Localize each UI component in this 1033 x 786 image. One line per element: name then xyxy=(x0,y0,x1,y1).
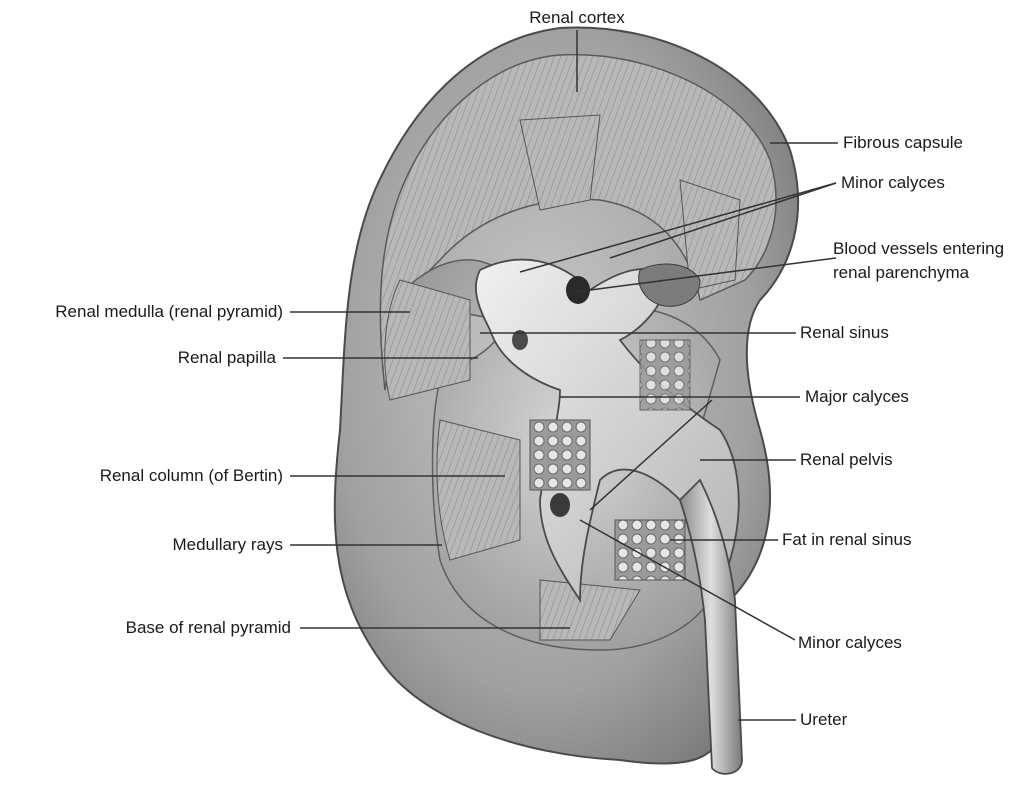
label-ureter: Ureter xyxy=(800,710,848,729)
label-renal-column: Renal column (of Bertin) xyxy=(100,466,283,485)
label-renal-medulla: Renal medulla (renal pyramid) xyxy=(55,302,283,321)
label-renal-pelvis: Renal pelvis xyxy=(800,450,893,469)
label-minor-calyces-bottom: Minor calyces xyxy=(798,633,902,652)
sinus-fat-1 xyxy=(530,420,590,490)
label-fat-in-renal-sinus: Fat in renal sinus xyxy=(782,530,911,549)
label-renal-cortex: Renal cortex xyxy=(529,8,625,27)
label-medullary-rays: Medullary rays xyxy=(172,535,283,554)
pyramid-lower-left xyxy=(437,420,520,560)
pyramid-left xyxy=(385,280,470,400)
calyx-opening-3 xyxy=(550,493,570,517)
label-base-of-renal-pyramid: Base of renal pyramid xyxy=(126,618,291,637)
label-renal-sinus: Renal sinus xyxy=(800,323,889,342)
label-blood-vessels-line1: Blood vessels entering xyxy=(833,239,1004,258)
kidney-illustration xyxy=(335,27,798,773)
label-minor-calyces-top: Minor calyces xyxy=(841,173,945,192)
label-major-calyces: Major calyces xyxy=(805,387,909,406)
sinus-fat-2 xyxy=(615,520,685,580)
label-renal-papilla: Renal papilla xyxy=(178,348,277,367)
label-fibrous-capsule: Fibrous capsule xyxy=(843,133,963,152)
sinus-fat-3 xyxy=(640,340,690,410)
label-blood-vessels-line2: renal parenchyma xyxy=(833,263,970,282)
